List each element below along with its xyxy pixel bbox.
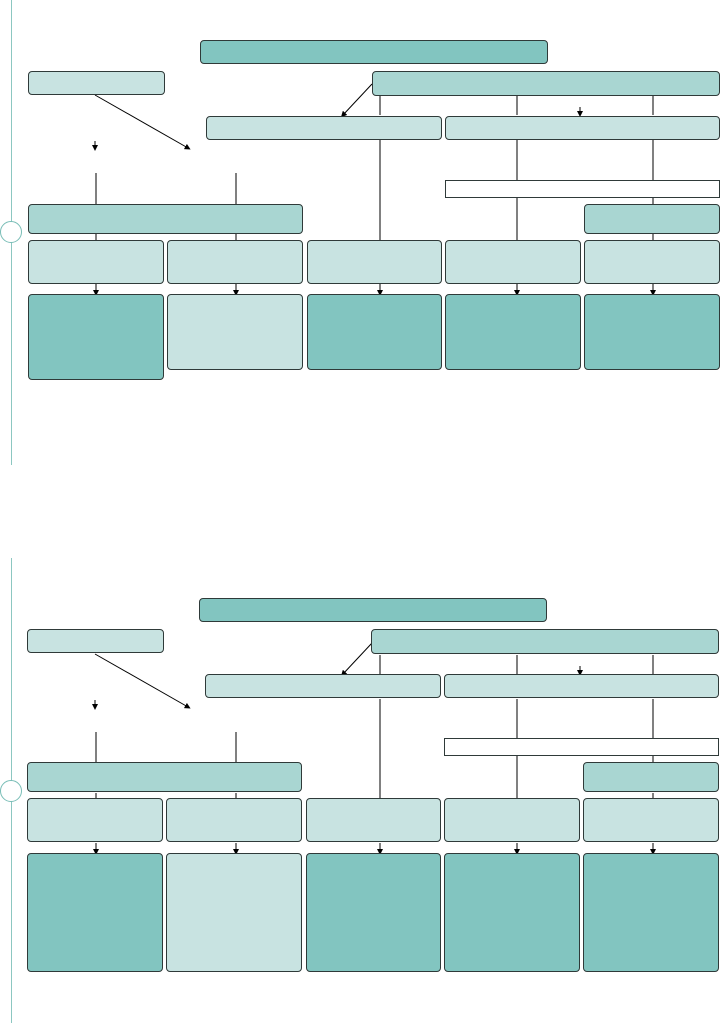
row-b-box-3 — [306, 853, 441, 972]
note-box — [444, 738, 719, 756]
row-b-box-1 — [27, 853, 163, 972]
right-header-box — [371, 629, 719, 654]
row-b-box-5 — [584, 294, 720, 370]
row-a-box-1 — [28, 240, 164, 284]
top-title-box — [199, 598, 547, 622]
mid-left-box — [205, 674, 441, 698]
left-group-box — [28, 204, 303, 234]
row-a-box-1 — [27, 798, 163, 842]
row-a-box-2 — [167, 240, 303, 284]
flow-diagram-1 — [0, 0, 722, 470]
mid-right-box — [445, 116, 720, 140]
left-header-box — [28, 71, 165, 95]
note-box — [445, 180, 720, 198]
right-header-box — [372, 71, 720, 96]
mid-right-box — [444, 674, 719, 698]
row-a-box-3 — [306, 798, 441, 842]
right-group-box — [584, 204, 720, 234]
flow-diagram-2 — [0, 559, 722, 999]
row-b-box-4 — [445, 294, 581, 370]
row-b-box-5 — [583, 853, 719, 972]
left-header-box — [27, 629, 164, 653]
top-title-box — [200, 40, 548, 64]
row-a-box-4 — [445, 240, 581, 284]
row-b-box-1 — [28, 294, 164, 380]
mid-left-box — [206, 116, 442, 140]
row-b-box-4 — [444, 853, 580, 972]
row-a-box-3 — [307, 240, 442, 284]
row-a-box-5 — [584, 240, 720, 284]
connector-lines — [92, 83, 656, 296]
row-b-box-3 — [307, 294, 442, 370]
left-group-box — [27, 762, 302, 792]
row-b-box-2 — [167, 294, 303, 370]
margin-ring-icon — [0, 780, 22, 802]
row-b-box-2 — [166, 853, 302, 972]
row-a-box-4 — [444, 798, 580, 842]
right-group-box — [583, 762, 719, 792]
row-a-box-2 — [166, 798, 302, 842]
margin-ring-icon — [0, 221, 22, 243]
row-a-box-5 — [583, 798, 719, 842]
